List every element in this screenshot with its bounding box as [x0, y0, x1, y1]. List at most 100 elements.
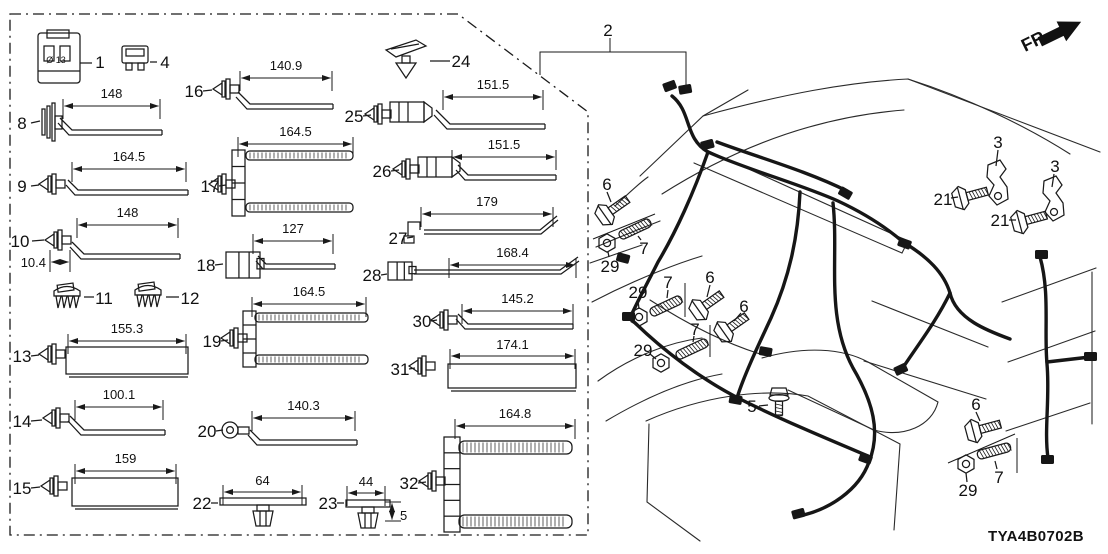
leader-line: [758, 404, 769, 407]
grouping-lines: [592, 213, 1018, 473]
part-number: 32: [400, 474, 419, 493]
part-item-14: 14 100.1: [13, 387, 166, 436]
part-item-4: 4: [121, 45, 170, 72]
bracket-icon: [1042, 175, 1065, 222]
connector-blob: [662, 79, 677, 93]
pin-clip-icon: [207, 173, 236, 195]
leader-line: [692, 335, 695, 343]
box-clip-icon: [387, 261, 417, 281]
fastener-6: 6: [688, 268, 725, 321]
pin-clip-icon: [39, 475, 68, 497]
pin-clip-icon: [37, 343, 66, 365]
fastener-29: 29: [634, 341, 670, 373]
connector-blob: [1035, 250, 1048, 259]
part-number: 31: [391, 360, 410, 379]
part-number: 26: [373, 162, 392, 181]
connector-blob: [622, 312, 635, 321]
connector-blob: [678, 83, 693, 95]
fuse-clip-icon: [121, 45, 149, 71]
leader-line: [30, 354, 40, 357]
connector-blob: [1041, 455, 1054, 464]
fastener-number: 6: [971, 395, 980, 414]
fastener-number: 29: [601, 257, 620, 276]
dimension-label: 148: [101, 86, 123, 101]
fastener-number: 3: [993, 133, 1002, 152]
part-number: 24: [452, 52, 471, 71]
pin-clip-icon: [407, 355, 436, 377]
dimension-label: 174.1: [496, 337, 529, 352]
part-number: 17: [201, 177, 220, 196]
fastener-6: 6: [594, 175, 631, 226]
dimension-label: 140.9: [270, 58, 303, 73]
fastener-number: 7: [994, 468, 1003, 487]
part-number: 14: [13, 412, 32, 431]
part-number: 22: [193, 494, 212, 513]
part-number: 20: [198, 422, 217, 441]
stud-icon: [675, 338, 710, 360]
leader-line: [994, 460, 998, 470]
fastener-29: 29: [629, 283, 648, 327]
part-number: 15: [13, 479, 32, 498]
edge-clip-icon: [403, 221, 421, 244]
fastener-5: 5: [747, 387, 790, 417]
stud-icon: [618, 218, 653, 240]
callout-number: 2: [603, 21, 612, 40]
pin-clip-icon: [211, 78, 240, 100]
fastener-3: 3: [1042, 157, 1065, 222]
leader-line: [606, 191, 612, 203]
pin-clip-icon: [429, 309, 458, 331]
harness-callout-2: 2: [539, 21, 687, 90]
connector-blob: [616, 252, 631, 264]
barrel-clip-icon: [417, 155, 461, 179]
stud-icon: [976, 442, 1012, 460]
part-number: 10: [11, 232, 30, 251]
dimension-label: 100.1: [103, 387, 136, 402]
leader-line: [30, 419, 43, 422]
rivet-clip-icon: [219, 497, 307, 527]
dimension-label: 127: [282, 221, 304, 236]
part-number: 11: [95, 289, 113, 308]
part-number: 1: [95, 53, 104, 72]
vehicle-outline: [589, 78, 1101, 542]
connector-blob: [838, 186, 853, 200]
dimension-label: 151.5: [477, 77, 510, 92]
fastener-3: 3: [986, 133, 1009, 206]
harness-illustration: [616, 79, 1097, 520]
fastener-21: 21: [934, 185, 990, 211]
part-number: 23: [319, 494, 338, 513]
dimension-label: 164.5: [293, 284, 326, 299]
pin-clip-icon: [37, 173, 66, 195]
pin-clip-icon: [363, 103, 392, 125]
leader-line: [706, 284, 711, 298]
fastener-29: 29: [598, 233, 620, 276]
part-number: 16: [185, 82, 204, 101]
dimension-label: 179: [476, 194, 498, 209]
pin-clip-icon: [391, 158, 420, 180]
grommet-clip-icon: [134, 281, 162, 308]
parts-panel-border: [9, 13, 589, 536]
connector-blob: [758, 346, 773, 357]
part-item-16: 16 140.9: [185, 58, 334, 110]
leader-line: [965, 472, 968, 483]
leader-line: [202, 89, 213, 92]
stud-icon: [649, 295, 684, 317]
connector-blob: [858, 452, 873, 465]
leader-line: [30, 184, 40, 187]
fastener-number: 5: [747, 397, 756, 416]
fastener-7: 7: [649, 273, 684, 317]
part-number: 12: [181, 289, 200, 308]
